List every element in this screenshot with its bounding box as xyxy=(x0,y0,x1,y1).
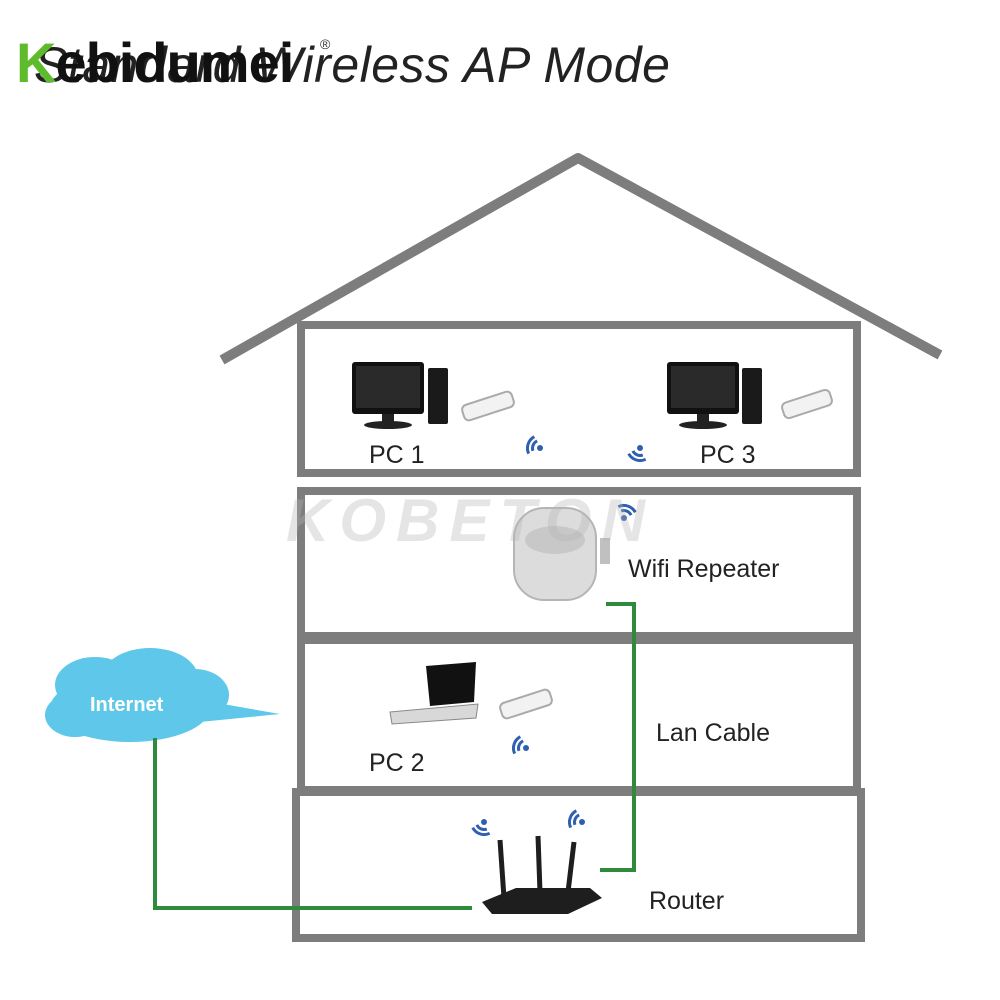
label-pc2: PC 2 xyxy=(369,749,425,777)
label-router: Router xyxy=(649,887,725,915)
label-pc3: PC 3 xyxy=(700,441,756,469)
floor-top xyxy=(297,321,861,477)
lan-cable xyxy=(600,602,636,872)
usb-wifi-adapter-icon xyxy=(499,688,553,720)
label-pc1: PC 1 xyxy=(369,441,425,469)
label-wifi-repeater: Wifi Repeater xyxy=(628,555,780,583)
brand-initial: K xyxy=(16,31,56,94)
laptop-icon xyxy=(389,662,479,725)
cloud-icon xyxy=(45,648,280,742)
label-lan-cable: Lan Cable xyxy=(656,719,770,747)
wifi-signal-icon xyxy=(627,445,647,463)
desktop-pc-icon xyxy=(352,362,448,429)
label-internet: Internet xyxy=(90,694,164,716)
wifi-signal-icon xyxy=(525,435,543,455)
floor-router xyxy=(292,788,865,942)
wifi-repeater-icon xyxy=(513,507,610,601)
wifi-signal-icon xyxy=(617,503,637,521)
brand-name: ebidumei xyxy=(55,31,294,94)
watermark: KOBETON xyxy=(286,487,655,554)
wifi-signal-icon xyxy=(511,735,529,755)
wifi-signal-icon xyxy=(567,809,585,829)
registered-mark: ® xyxy=(320,36,331,52)
internet-cable xyxy=(153,738,472,910)
router-icon xyxy=(482,835,602,914)
usb-wifi-adapter-icon xyxy=(781,388,833,420)
brand-logo: Kebidumei xyxy=(16,30,294,95)
diagram-title: Standard Wireless AP Mode xyxy=(34,37,671,93)
usb-wifi-adapter-icon xyxy=(461,390,515,422)
house-roof xyxy=(219,153,943,365)
desktop-pc-icon xyxy=(667,362,762,429)
wifi-signal-icon xyxy=(471,819,491,837)
